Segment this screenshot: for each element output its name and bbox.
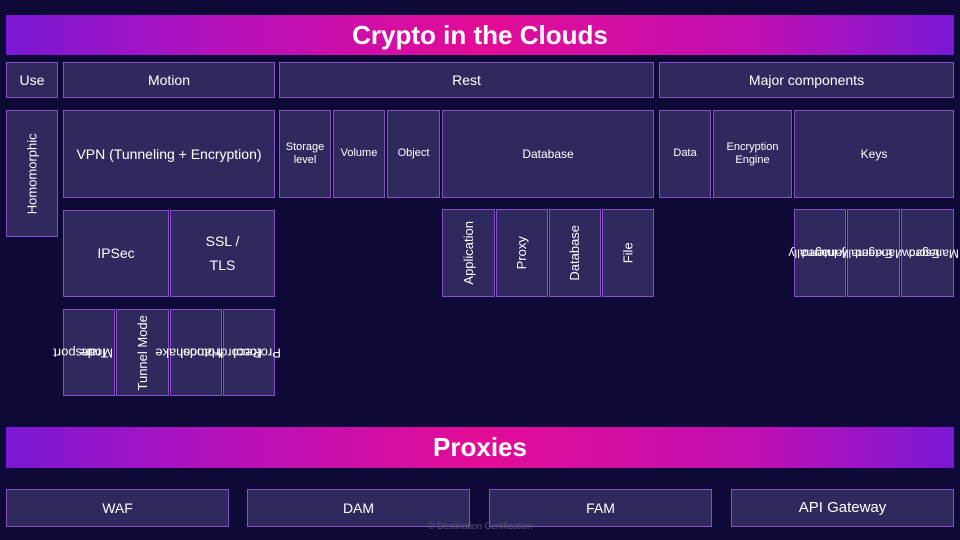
- database-sub-box: Database: [549, 209, 601, 297]
- file-box: File: [602, 209, 654, 297]
- header-use: Use: [6, 62, 58, 98]
- header-rest: Rest: [279, 62, 654, 98]
- proxy-box: Proxy: [496, 209, 548, 297]
- volume-box: Volume: [333, 110, 385, 198]
- database-box: Database: [442, 110, 654, 198]
- api-gateway-box: API Gateway: [731, 489, 954, 527]
- ipsec-box: IPSec: [63, 210, 169, 297]
- copyright-note: © Destination Certification: [427, 521, 533, 531]
- header-major-components: Major components: [659, 62, 954, 98]
- keys-box: Keys: [794, 110, 954, 198]
- data-box: Data: [659, 110, 711, 198]
- tunnel-mode-box: Tunnel Mode: [116, 309, 169, 396]
- vpn-box: VPN (Tunneling + Encryption): [63, 110, 275, 198]
- proxies-title: Proxies: [433, 432, 527, 462]
- homomorphic-box: Homomorphic: [6, 110, 58, 237]
- object-box: Object: [387, 110, 440, 198]
- application-box: Application: [442, 209, 495, 297]
- waf-box: WAF: [6, 489, 229, 527]
- proxies-banner: Proxies: [6, 427, 954, 468]
- header-motion: Motion: [63, 62, 275, 98]
- dam-box: DAM: [247, 489, 470, 527]
- title-banner: Crypto in the Clouds: [6, 15, 954, 55]
- ssl-tls-box: SSL / TLS: [170, 210, 275, 297]
- encryption-engine-box: Encryption Engine: [713, 110, 792, 198]
- page-title: Crypto in the Clouds: [352, 19, 608, 50]
- fam-box: FAM: [489, 489, 712, 527]
- storage-level-box: Storage level: [279, 110, 331, 198]
